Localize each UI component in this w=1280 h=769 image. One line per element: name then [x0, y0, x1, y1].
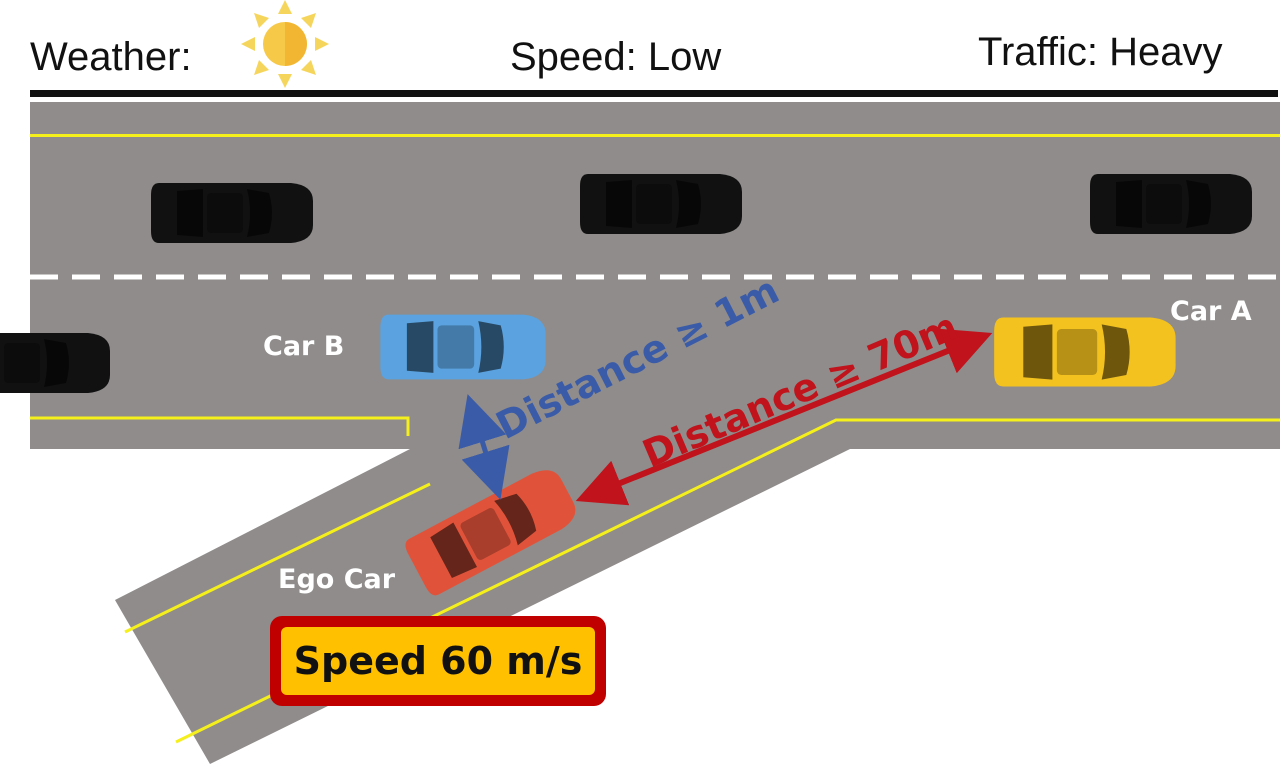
speed-level-text: Speed: Low [510, 35, 721, 79]
car-b-label: Car B [263, 331, 344, 362]
car-b-distance-arrow [458, 394, 510, 500]
traffic-car-2 [580, 174, 742, 234]
ramp-left-line [124, 482, 431, 634]
header-divider [30, 90, 1278, 97]
car-a [994, 317, 1176, 387]
top-edge-line [30, 134, 1280, 137]
ego-car-label: Ego Car [278, 564, 396, 595]
car-a-distance-arrow [575, 328, 993, 506]
car-b [380, 314, 546, 380]
sun-icon [241, 0, 329, 88]
left-edge-line [30, 416, 410, 436]
traffic-car-3 [1090, 174, 1252, 234]
speed-box-label: Speed 60 m/s [294, 639, 583, 683]
car-a-label: Car A [1170, 296, 1252, 327]
speed-box [281, 627, 595, 695]
traffic-car-4 [0, 333, 110, 393]
weather-label: Weather: [30, 35, 192, 79]
traffic-level-text: Traffic: Heavy [978, 30, 1223, 74]
traffic-car-1 [151, 183, 313, 243]
